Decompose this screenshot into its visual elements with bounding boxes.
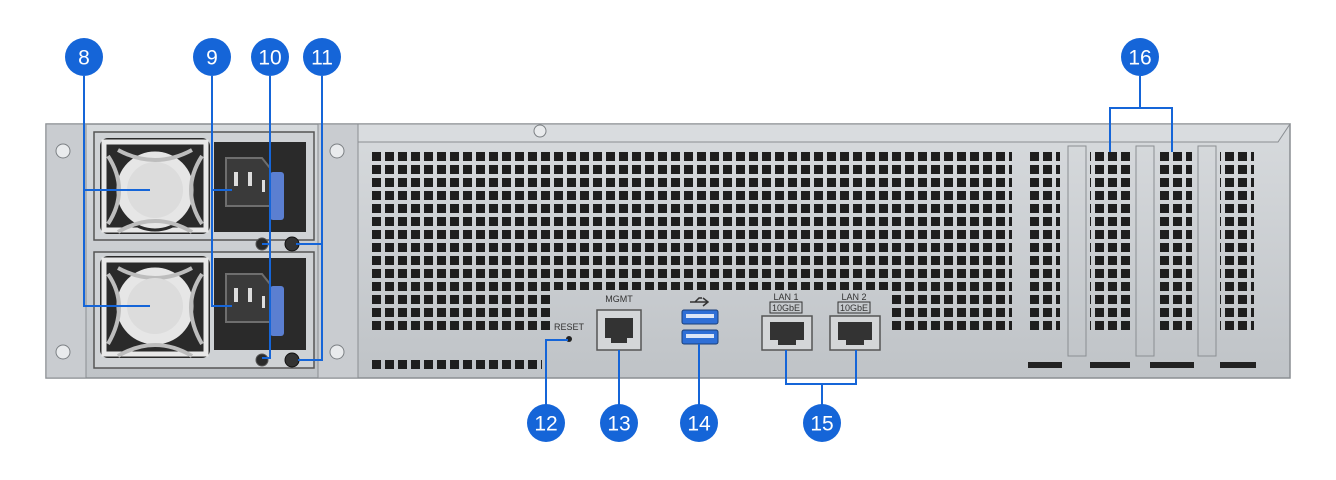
fan-icon [101, 257, 209, 358]
power-supply-1 [93, 131, 315, 252]
callout-number: 8 [78, 47, 90, 70]
usb-icon [690, 297, 710, 307]
ventilation-grille [372, 152, 1012, 370]
power-inlet-icon [225, 157, 284, 220]
power-supply-2 [93, 251, 315, 369]
callout-circle [251, 38, 289, 76]
callout-circle [1121, 38, 1159, 76]
callout-number: 12 [534, 413, 557, 436]
callout-circle [193, 38, 231, 76]
lan1-label: LAN 1 [773, 292, 798, 302]
callout-number: 15 [810, 413, 833, 436]
callout-circle [600, 404, 638, 442]
reset-label: RESET [554, 322, 585, 332]
callouts: 8 9 10 11 12 13 14 15 16 [65, 38, 1159, 442]
callout-circle [65, 38, 103, 76]
callout-number: 16 [1128, 47, 1151, 70]
callout-13: 13 [600, 404, 638, 442]
mgmt-port[interactable]: MGMT [596, 294, 642, 351]
callout-number: 10 [258, 47, 281, 70]
callout-15: 15 [803, 404, 841, 442]
callout-11: 11 [303, 38, 341, 76]
callout-12: 12 [527, 404, 565, 442]
callout-16: 16 [1121, 38, 1159, 76]
pcie-expansion-slots [1028, 145, 1256, 368]
callout-circle [303, 38, 341, 76]
callout-circle [803, 404, 841, 442]
callout-number: 11 [311, 47, 333, 70]
callout-number: 14 [687, 413, 711, 436]
callout-14: 14 [680, 404, 718, 442]
fan-icon [101, 139, 209, 234]
power-inlet-icon [225, 273, 284, 336]
leader-lines [83, 76, 1173, 410]
mgmt-label: MGMT [605, 294, 633, 304]
callout-circle [527, 404, 565, 442]
callout-number: 9 [206, 47, 218, 70]
usb-ports[interactable] [681, 297, 719, 345]
callout-9: 9 [193, 38, 231, 76]
lan1-speed-label: 10GbE [772, 303, 800, 313]
callout-number: 13 [607, 413, 630, 436]
lan2-label: LAN 2 [841, 292, 866, 302]
callout-circle [680, 404, 718, 442]
lan2-speed-label: 10GbE [840, 303, 868, 313]
callout-10: 10 [251, 38, 289, 76]
lan2-port[interactable]: LAN 2 10GbE [829, 292, 881, 351]
callout-8: 8 [65, 38, 103, 76]
